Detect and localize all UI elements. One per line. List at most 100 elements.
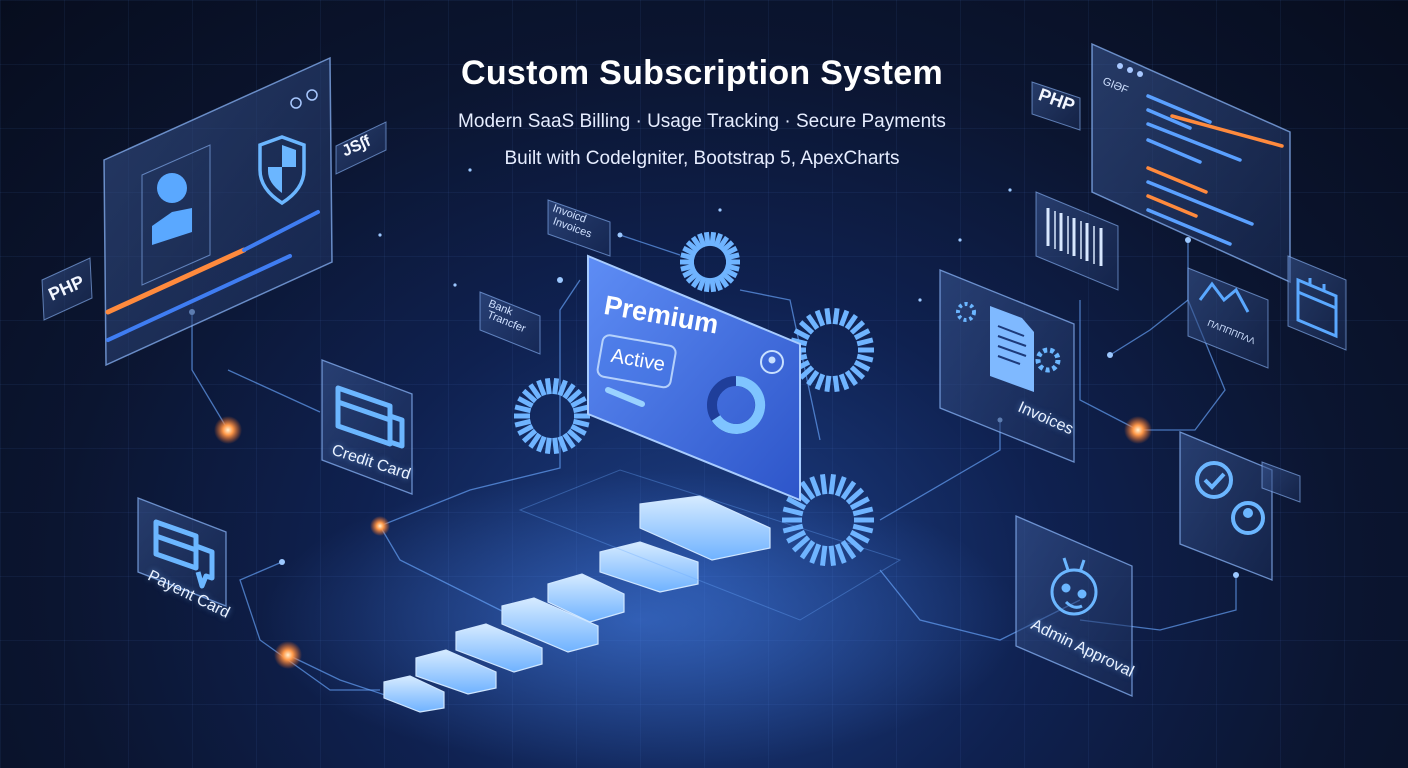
barcode-card (1035, 191, 1119, 291)
sunburst-ray (570, 423, 587, 436)
code-lines (1146, 94, 1284, 246)
orange-node (370, 516, 390, 536)
sunburst-ray (724, 263, 740, 272)
sunburst-ray (791, 535, 811, 553)
sunburst-ray (782, 506, 804, 517)
premium-subscription-card (587, 254, 801, 502)
glowing-steps (383, 495, 771, 713)
sunburst-ray (570, 396, 587, 409)
sunburst-ray (536, 435, 547, 453)
sunburst-ray (834, 543, 847, 564)
sunburst-ray (832, 307, 840, 325)
sunburst-ray (690, 273, 703, 289)
sunburst-ray (572, 418, 590, 428)
step-tile (501, 597, 599, 653)
sunburst-ray (806, 313, 820, 331)
sunburst-ray (552, 378, 560, 395)
sunburst-ray (853, 359, 871, 372)
sunburst-ray (717, 273, 730, 289)
sunburst-ray (709, 231, 717, 247)
window-control (306, 89, 318, 101)
sunburst-ray (514, 418, 532, 428)
sunburst-ray (814, 309, 826, 327)
user-circle-icon (1231, 501, 1265, 535)
sunburst-ray (806, 369, 820, 387)
window-control (290, 97, 302, 109)
progress-bar-blue (106, 254, 292, 342)
sunburst-ray (799, 539, 816, 560)
sunburst-ray (723, 245, 738, 257)
sunburst-ray (849, 320, 866, 335)
sunburst-ray (562, 432, 576, 449)
bank-transfer-tag-box (479, 291, 541, 355)
sunburst-ray (685, 240, 700, 254)
invoices-panel (939, 269, 1075, 463)
sunburst-ray (717, 235, 730, 251)
php-tag-box-right (1031, 81, 1081, 131)
sunburst-ray (544, 378, 552, 395)
orange-node (274, 641, 302, 669)
profile-frame (141, 144, 211, 286)
document-gear-icon (956, 302, 1061, 392)
sunburst-ray (552, 437, 560, 454)
sunburst-ray (852, 523, 874, 534)
sunburst-ray (828, 545, 836, 566)
floor-glow (260, 470, 1020, 768)
sunburst-ray (845, 487, 865, 505)
sunburst-ray (713, 276, 723, 291)
platform-outline (518, 469, 902, 621)
step-tile (455, 623, 543, 673)
sunburst-ray (849, 496, 870, 511)
user-badge-icon (760, 350, 784, 374)
page-subtitle-stack: Built with CodeIgniter, Bootstrap 5, Ape… (504, 148, 900, 169)
status-badge-label: Active (609, 344, 667, 377)
sunburst-ray (844, 313, 858, 331)
window-controls (1117, 63, 1143, 77)
sunburst-ray (514, 404, 532, 414)
sunburst-ray (682, 267, 697, 279)
sunburst-ray (856, 353, 874, 363)
sunburst-ray (697, 276, 707, 291)
robot-face-icon (1050, 557, 1098, 616)
orange-node (1124, 416, 1152, 444)
sunburst-ray (840, 539, 857, 560)
sunburst-ray (703, 277, 711, 293)
user-icon (152, 173, 192, 245)
sunburst-ray (557, 435, 568, 453)
credit-card-panel (321, 359, 413, 495)
sunburst-ray (786, 529, 807, 544)
sunburst-ray (680, 252, 696, 261)
sunburst-ray (820, 474, 828, 495)
sunburst-ray (528, 432, 542, 449)
page-title: Custom Subscription System (461, 54, 943, 92)
sunburst-ray (838, 373, 850, 391)
barcode-icon (1046, 208, 1103, 266)
invoices-small-tag-box (547, 199, 611, 257)
sunburst-ray (852, 506, 874, 517)
sunburst-ray (838, 309, 850, 327)
step-tile (383, 675, 445, 713)
sunburst-ray (840, 480, 857, 501)
donut-chart (707, 375, 766, 434)
sunburst-ray (562, 383, 576, 400)
sunburst-ray (834, 476, 847, 497)
sunburst-ray (528, 383, 542, 400)
sunburst-ray (682, 245, 697, 257)
admin-approval-panel (1015, 515, 1133, 697)
left-dashboard-panel (103, 56, 333, 367)
sunburst-ray (824, 307, 832, 325)
sunburst-ray (713, 233, 723, 248)
sunburst-ray (709, 277, 717, 293)
page-subtitle-features: Modern SaaS Billing · Usage Tracking · S… (458, 111, 946, 132)
code-editor-panel (1091, 42, 1291, 284)
sunburst-ray (845, 535, 865, 553)
sunburst-ray (798, 365, 815, 380)
sunburst-ray (782, 523, 804, 534)
sunburst-ray (566, 388, 583, 404)
sunburst-ray (793, 328, 811, 341)
sunburst-ray (544, 437, 552, 454)
calendar-card (1287, 255, 1347, 351)
orange-node (214, 416, 242, 444)
shield-icon (258, 135, 306, 206)
